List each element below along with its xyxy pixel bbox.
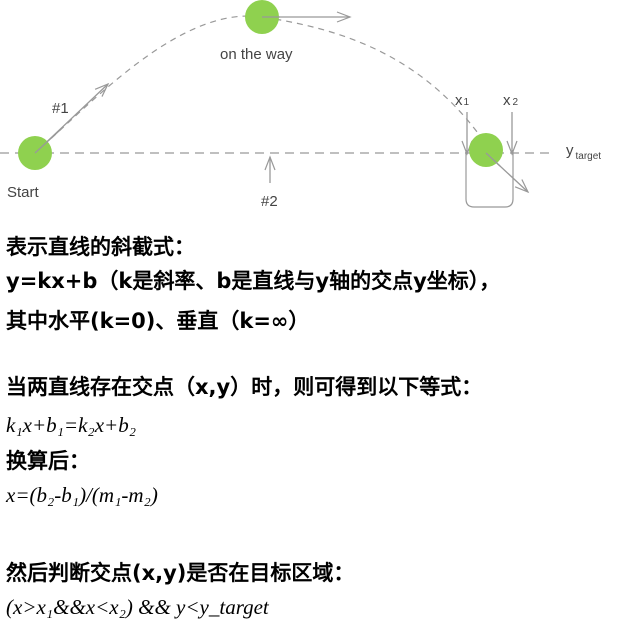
text-line-7: x=(b₂-b₁)/(m₁-m₂) — [6, 483, 158, 507]
text-line-6: 换算后： — [6, 449, 90, 473]
trajectory-arc — [34, 15, 491, 154]
text-line-9: (x>x₁&&x<x₂) && y<y_target — [6, 595, 269, 619]
text-line-8: 然后判断交点(x,y)是否在目标区域： — [6, 561, 355, 585]
label-start: Start — [7, 184, 40, 201]
label-arrow-1: #1 — [52, 100, 69, 117]
text-line-5: k₁x+b₁=k₂x+b₂ — [6, 413, 136, 437]
target-region — [465, 150, 514, 208]
label-on-the-way: on the way — [220, 46, 293, 63]
text-line-3: 其中水平(k=0)、垂直（k=∞） — [6, 309, 310, 333]
ball-end — [469, 133, 503, 167]
label-x1: x1 — [455, 92, 470, 109]
label-arrow-2: #2 — [261, 193, 278, 210]
text-line-4: 当两直线存在交点（x,y）时，则可得到以下等式： — [6, 375, 483, 399]
text-line-2: y=kx+b（k是斜率、b是直线与y轴的交点y坐标）， — [6, 269, 501, 293]
text-line-1: 表示直线的斜截式： — [6, 235, 195, 259]
